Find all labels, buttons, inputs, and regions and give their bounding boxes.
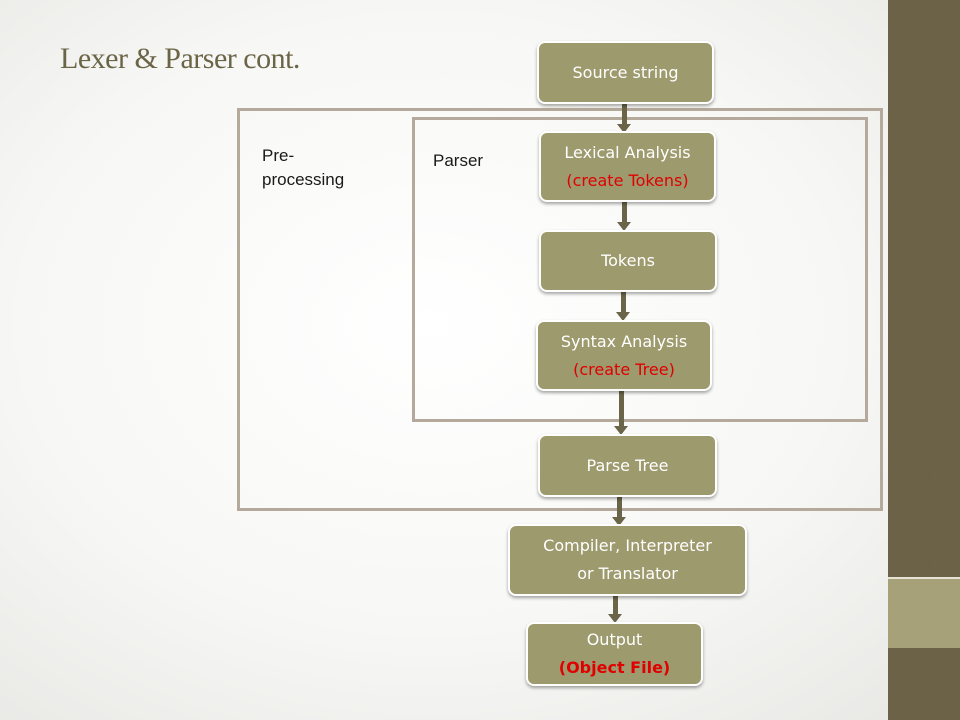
lexical-analysis-subtext: (create Tokens) [566,170,689,190]
compiler-text-line1: Compiler, Interpreter [543,536,712,555]
source-string-text: Source string [572,62,679,82]
arrow-parsetree-to-compiler [612,497,626,526]
tokens-box: Tokens [539,230,717,292]
syntax-analysis-box: Syntax Analysis (create Tree) [536,320,712,391]
arrow-compiler-to-output [608,596,622,623]
arrow-source-to-lexical [617,104,631,133]
lexical-analysis-box: Lexical Analysis (create Tokens) [539,131,716,202]
output-text: Output [586,630,643,649]
footer-text: Week 4 Compilers and Interpreters [922,377,935,570]
arrow-syntax-to-parsetree [614,391,628,435]
arrow-tokens-to-syntax [616,292,630,321]
compiler-text-line2: or Translator [577,564,678,583]
syntax-analysis-text: Syntax Analysis [560,331,688,351]
slide-footer: Week 4 Compilers and Interpreters 17 [922,354,935,570]
syntax-analysis-subtext: (create Tree) [573,359,675,379]
parse-tree-text: Parse Tree [586,455,669,475]
slide-title: Lexer & Parser cont. [60,42,300,75]
output-subtext: (Object File) [558,658,671,677]
tokens-text: Tokens [601,251,655,270]
compiler-box: Compiler, Interpreter or Translator [508,524,747,596]
source-string-box: Source string [537,41,714,104]
sidebar-accent-block [888,577,960,648]
lexical-analysis-text: Lexical Analysis [564,142,691,162]
arrow-lexical-to-tokens [617,202,631,231]
parser-frame [412,117,868,422]
parser-label: Parser [433,151,484,170]
page-number: 17 [922,353,935,368]
preprocessing-frame [237,108,883,511]
sidebar-divider [888,577,960,579]
parse-tree-box: Parse Tree [538,434,717,497]
output-box: Output (Object File) [526,622,703,686]
preprocessing-label: Pre- processing [262,146,345,189]
